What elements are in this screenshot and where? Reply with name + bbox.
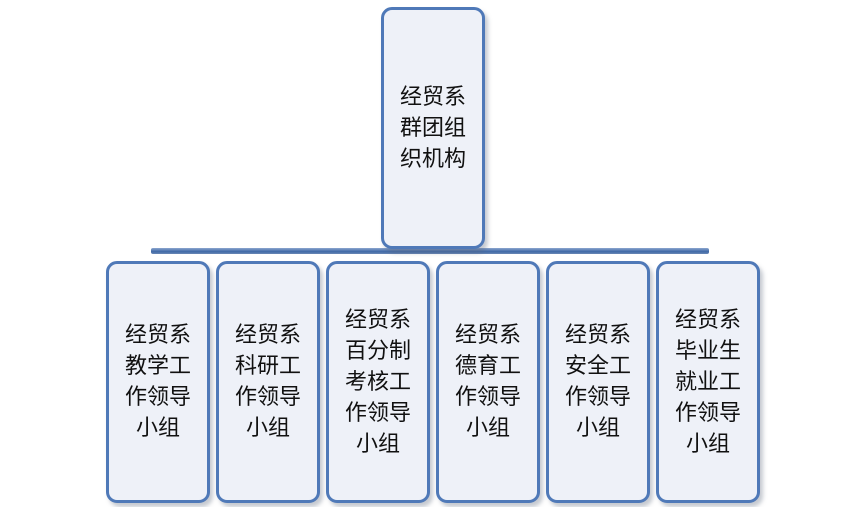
- child-node-label: 经贸系科研工作领导小组: [235, 323, 302, 441]
- org-chart-child-node-moral-education: 经贸系德育工作领导小组: [436, 261, 540, 503]
- child-node-label: 经贸系安全工作领导小组: [565, 323, 632, 441]
- hierarchy-connector-line: [151, 248, 709, 254]
- child-node-label: 经贸系教学工作领导小组: [125, 323, 192, 441]
- child-node-label: 经贸系德育工作领导小组: [455, 323, 522, 441]
- org-chart-child-node-research: 经贸系科研工作领导小组: [216, 261, 320, 503]
- child-node-label: 经贸系毕业生就业工作领导小组: [675, 307, 742, 457]
- org-chart-child-node-employment: 经贸系毕业生就业工作领导小组: [656, 261, 760, 503]
- org-chart-child-node-assessment: 经贸系百分制考核工作领导小组: [326, 261, 430, 503]
- org-chart-child-node-safety: 经贸系安全工作领导小组: [546, 261, 650, 503]
- root-node-label: 经贸系群团组织机构: [400, 84, 467, 172]
- org-chart-child-node-teaching: 经贸系教学工作领导小组: [106, 261, 210, 503]
- org-chart-root-node: 经贸系群团组织机构: [381, 7, 485, 249]
- child-node-label: 经贸系百分制考核工作领导小组: [345, 307, 412, 457]
